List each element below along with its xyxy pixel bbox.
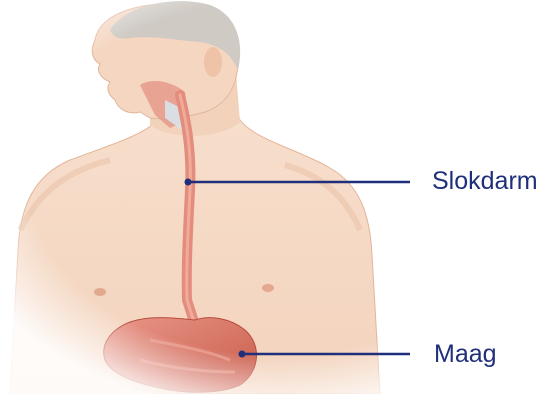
stomach-leader-dot xyxy=(239,351,246,358)
esophagus-leader-dot xyxy=(185,179,192,186)
esophagus-label: Slokdarm xyxy=(432,169,538,194)
stomach-label: Maag xyxy=(434,342,497,367)
